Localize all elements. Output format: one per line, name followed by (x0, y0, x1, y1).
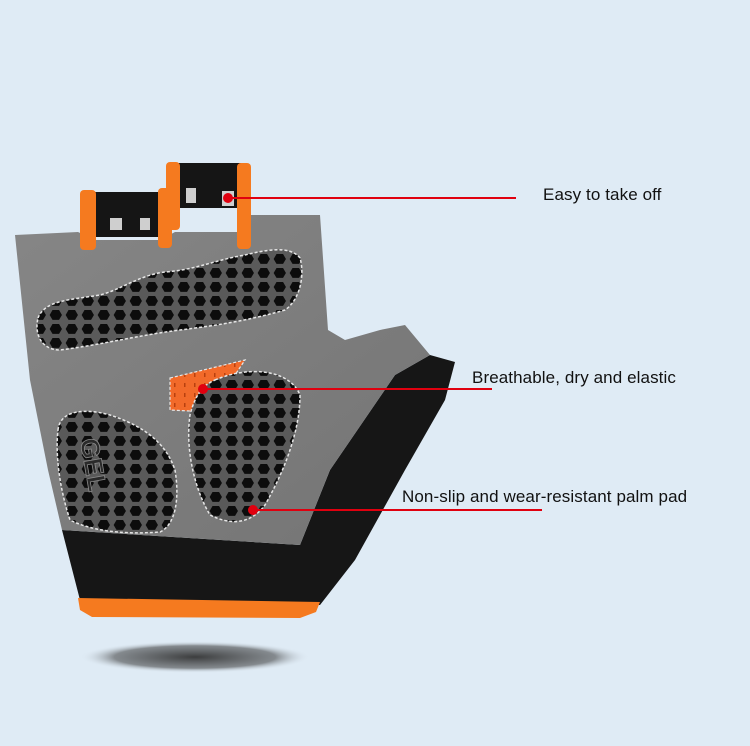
callout-pull-tabs (223, 193, 516, 203)
callout-mesh-insert (198, 384, 492, 394)
callout-label-breathable: Breathable, dry and elastic (472, 368, 676, 387)
cuff (62, 355, 455, 605)
bottom-binding (78, 598, 320, 618)
finger-pad (36, 249, 303, 351)
callout-palm-pad (248, 505, 542, 515)
callout-label-palm-pad: Non-slip and wear-resistant palm pad (402, 487, 688, 506)
palm-pad (187, 370, 301, 523)
callout-label-easy-to-take-off: Easy to take off (543, 185, 662, 204)
gel-pad (56, 410, 178, 534)
floor-shadow (80, 641, 310, 673)
